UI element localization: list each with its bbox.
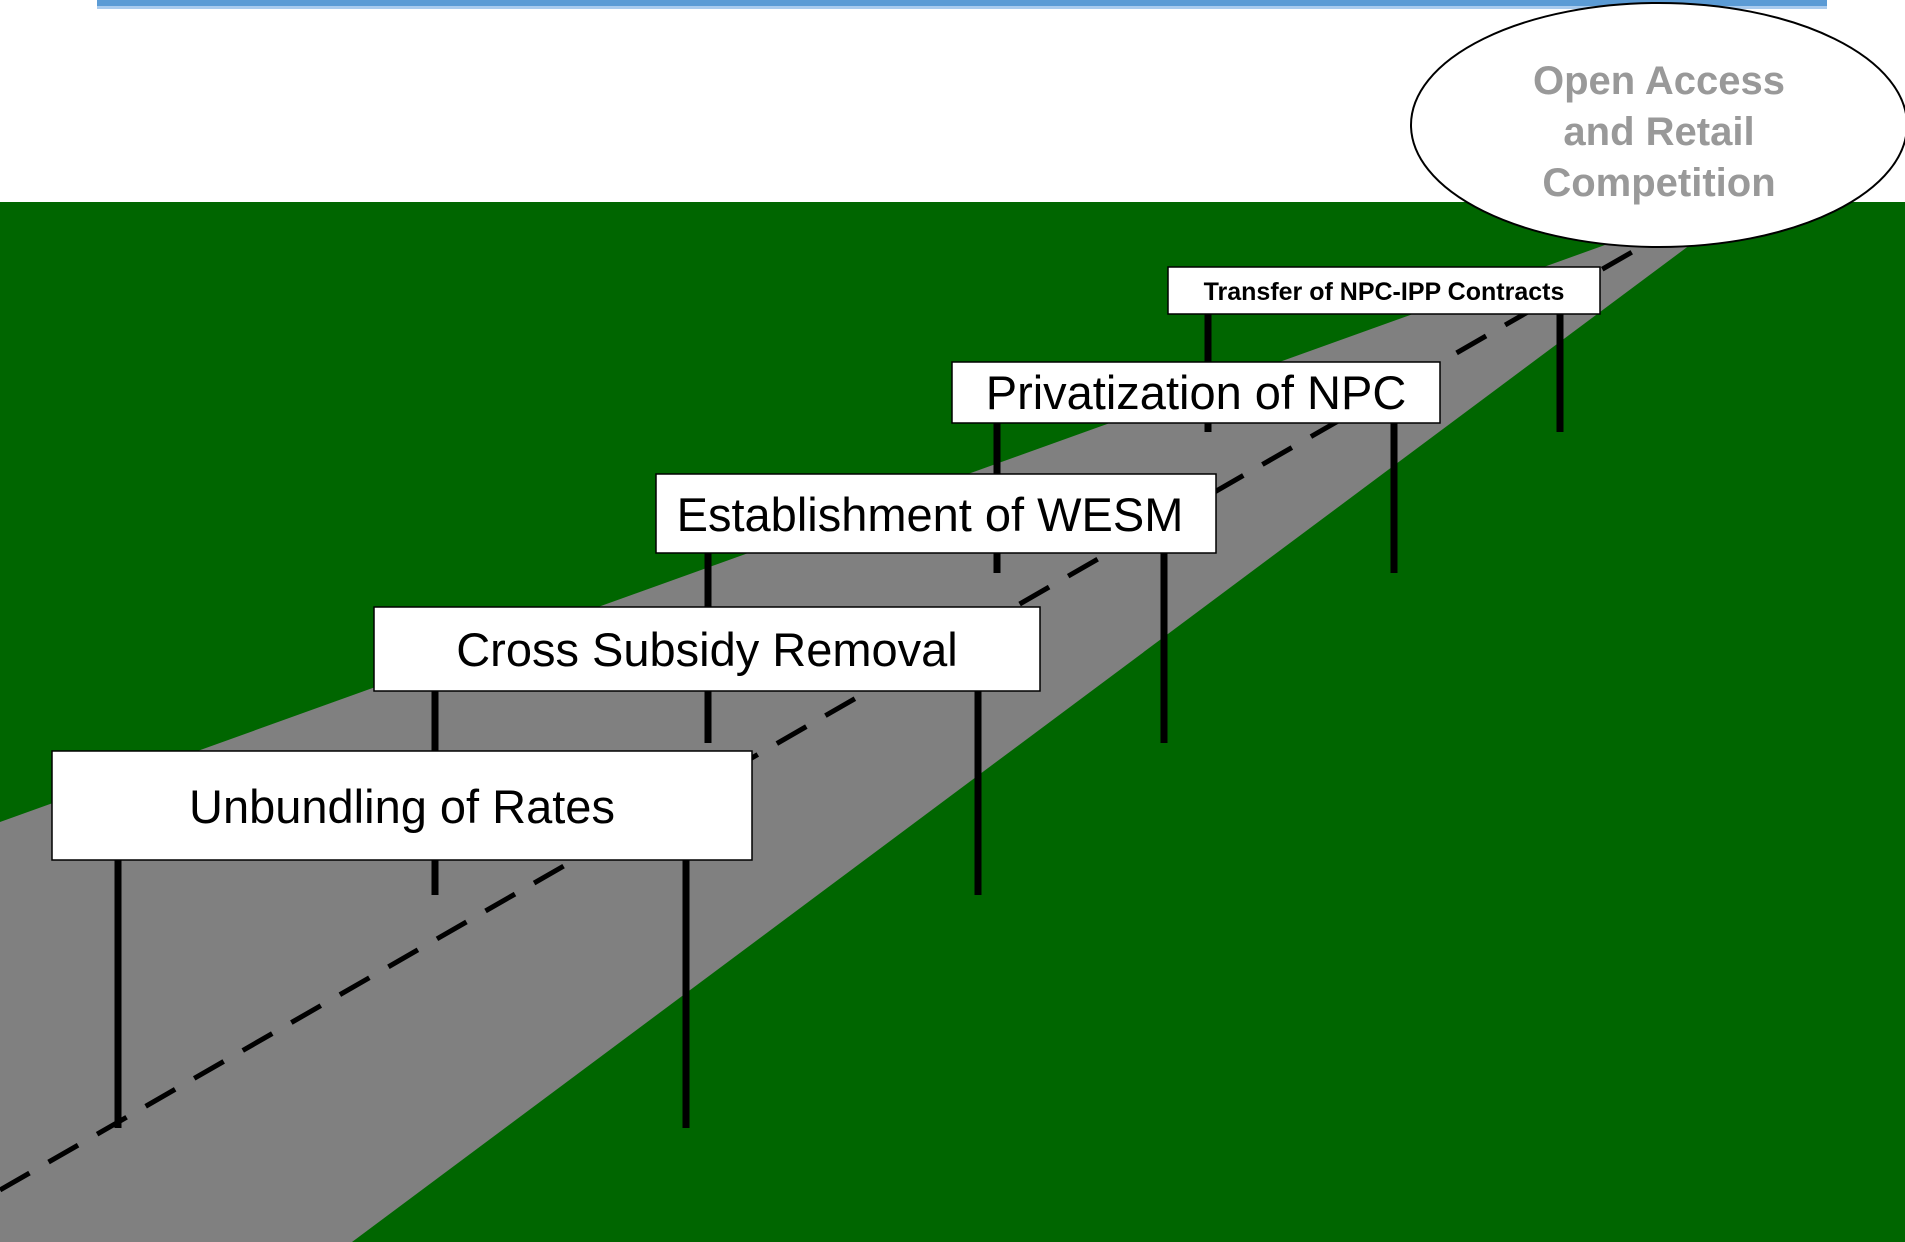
- road: [0, 236, 1702, 1242]
- goal-line-2: and Retail: [1563, 110, 1754, 154]
- sign-board: [1167, 266, 1601, 315]
- sign-cross-subsidy-removal: Cross Subsidy Removal: [373, 606, 1041, 692]
- sign-label: Privatization of NPC: [986, 366, 1407, 419]
- sign-label: Cross Subsidy Removal: [456, 623, 958, 676]
- sign-label: Unbundling of Rates: [189, 780, 615, 833]
- sign-board: [51, 750, 753, 861]
- sign-label: Establishment of WESM: [677, 488, 1184, 541]
- goal-ellipse: [1410, 2, 1905, 248]
- sign-label: Transfer of NPC-IPP Contracts: [1204, 278, 1565, 306]
- top-accent-bar-edge: [97, 6, 1827, 9]
- goal-line-1: Open Access: [1533, 59, 1785, 103]
- sign-establishment-wesm: Establishment of WESM: [655, 473, 1217, 554]
- goal-line-3: Competition: [1542, 161, 1775, 205]
- goal-sign: Open Access and Retail Competition: [1410, 2, 1905, 248]
- sign-unbundling-rates: Unbundling of Rates: [51, 750, 753, 861]
- sign-board: [951, 361, 1441, 424]
- sign-board: [373, 606, 1041, 692]
- top-accent-bar: [97, 0, 1827, 6]
- sign-transfer-npc-ipp: Transfer of NPC-IPP Contracts: [1167, 266, 1601, 315]
- sign-board: [655, 473, 1217, 554]
- sign-privatization-npc: Privatization of NPC: [951, 361, 1441, 424]
